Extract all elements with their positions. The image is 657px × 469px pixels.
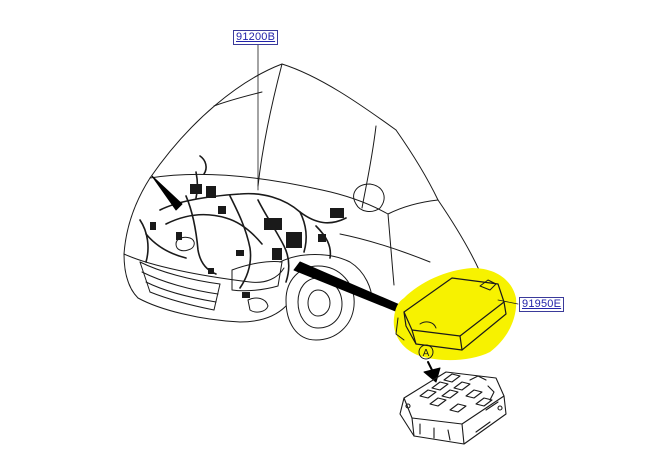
leader-cover [497,299,519,305]
part-callout-harness[interactable]: 91200B [233,30,279,45]
junction-box-cover [393,268,517,361]
detail-marker-circle-icon [418,344,434,360]
pointer-wedge-right [293,261,403,313]
down-arrow-icon [423,361,441,383]
junction-box-body [399,371,507,445]
wiring-harness [139,155,347,289]
highlight-blob [393,268,517,361]
car-outline [123,63,481,341]
part-callout-junction-box[interactable]: 91950E [519,297,565,312]
pointer-wedge-left [151,175,183,211]
detail-marker-label: A [423,348,430,359]
